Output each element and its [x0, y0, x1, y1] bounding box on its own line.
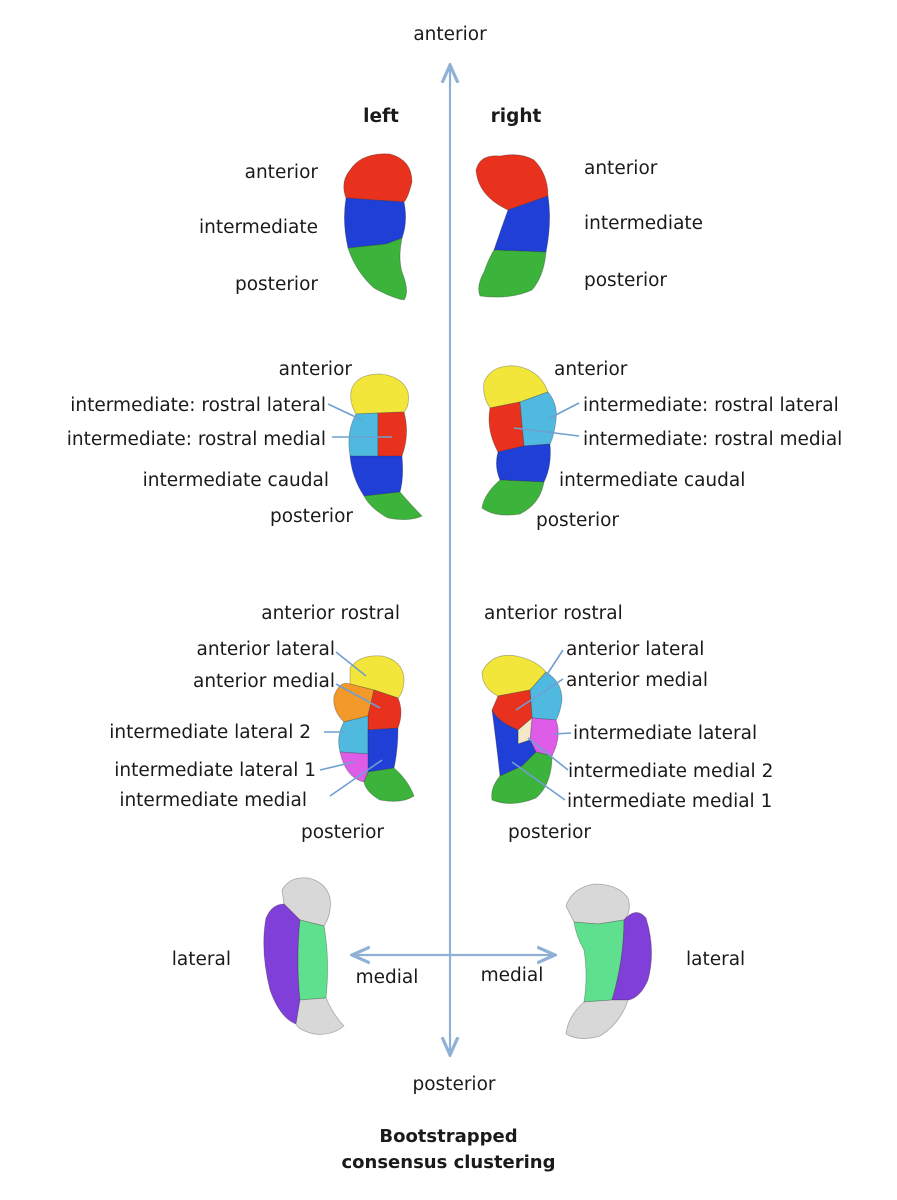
region-intermediate-rostral-medial	[377, 411, 407, 459]
label-intermediate-medial-1: intermediate medial 1	[567, 791, 772, 812]
label-intermediate-medial: intermediate medial	[119, 790, 307, 811]
leader-line	[335, 683, 381, 709]
label-lateral-right: lateral	[686, 949, 745, 970]
label-anterior-lateral: anterior lateral	[197, 639, 335, 660]
label-anterior: anterior	[554, 359, 628, 380]
region-head	[565, 883, 630, 925]
leader-line	[511, 761, 566, 801]
label-anterior-lateral: anterior lateral	[566, 639, 704, 660]
region-head	[281, 877, 331, 927]
leader-line	[513, 427, 580, 437]
axis-label-posterior: posterior	[412, 1074, 495, 1095]
region-intermediate-rostral-lateral	[519, 391, 557, 447]
region-medial	[297, 919, 328, 1001]
region-intermediate-rostral-lateral	[348, 412, 379, 459]
region-lateral	[263, 903, 301, 1025]
region-lateral	[611, 912, 652, 1001]
label-posterior: posterior	[508, 822, 591, 843]
leader-line	[515, 678, 564, 711]
region-posterior	[478, 249, 547, 298]
leader-line	[319, 761, 355, 771]
region-intermediate-lateral-1	[339, 751, 369, 783]
axis-label-anterior: anterior	[413, 24, 487, 45]
region-posterior	[347, 237, 407, 301]
label-anterior-medial: anterior medial	[193, 671, 335, 692]
row2-left-shape	[348, 373, 423, 520]
region-anterior	[483, 365, 549, 409]
leader-line	[327, 403, 363, 421]
label-anterior-medial: anterior medial	[566, 670, 708, 691]
row3-left-shape	[333, 655, 415, 802]
row4-right-shape	[565, 883, 652, 1039]
label-intermediate-caudal: intermediate caudal	[559, 470, 745, 491]
label-posterior: posterior	[536, 510, 619, 531]
header-right: right	[491, 106, 542, 127]
region-posterior	[363, 491, 423, 520]
label-anterior-rostral: anterior rostral	[261, 603, 400, 624]
region-intermediate-lateral-2	[338, 715, 369, 755]
leader-line	[329, 759, 383, 797]
label-intermediate-lateral: intermediate lateral	[573, 723, 757, 744]
axis-arrows	[352, 65, 555, 1055]
leader-line	[553, 732, 572, 735]
label-posterior: posterior	[270, 506, 353, 527]
label-anterior-rostral: anterior rostral	[484, 603, 623, 624]
figure-caption: Bootstrapped consensus clustering	[0, 1124, 897, 1176]
caption-line-2: consensus clustering	[341, 1152, 556, 1173]
label-intermediate-rostral-lateral: intermediate: rostral lateral	[70, 395, 326, 416]
region-posterior	[481, 479, 545, 516]
region-anterior-medial	[367, 689, 402, 731]
region-intermediate-medial	[367, 727, 399, 773]
label-intermediate-caudal: intermediate caudal	[143, 470, 329, 491]
region-posterior	[491, 751, 553, 804]
region-medial	[573, 919, 625, 1003]
row1-right-shape	[475, 154, 550, 298]
region-tail	[295, 997, 345, 1035]
region-anterior	[350, 373, 409, 415]
region-anterior-rostral	[349, 655, 405, 699]
leader-line	[545, 649, 564, 677]
leader-line	[549, 402, 580, 419]
label-anterior: anterior	[245, 162, 319, 183]
label-lateral-left: lateral	[172, 949, 231, 970]
label-intermediate-rostral-medial: intermediate: rostral medial	[67, 429, 326, 450]
region-posterior	[363, 767, 415, 802]
axis-label-medial-right: medial	[481, 965, 544, 986]
label-intermediate-lateral-1: intermediate lateral 1	[114, 760, 316, 781]
caption-line-1: Bootstrapped	[379, 1126, 518, 1147]
region-intermediate-rostral-medial	[488, 401, 525, 453]
row3-right-shape	[481, 654, 563, 804]
leader-line	[527, 737, 569, 771]
region-tail	[565, 999, 629, 1039]
row1-left-shape	[343, 153, 413, 301]
region-intermediate-lateral	[529, 717, 559, 757]
header-left: left	[363, 106, 399, 127]
axis-label-medial-left: medial	[356, 967, 419, 988]
region-anterior	[343, 153, 413, 203]
label-posterior: posterior	[301, 822, 384, 843]
region-intermediate-caudal	[496, 443, 551, 483]
region-intermediate-caudal	[349, 455, 404, 497]
leader-line	[335, 651, 367, 677]
region-anterior	[475, 154, 549, 211]
label-posterior: posterior	[235, 274, 318, 295]
label-anterior: anterior	[279, 359, 353, 380]
label-intermediate-medial-2: intermediate medial 2	[568, 761, 773, 782]
label-intermediate-rostral-medial: intermediate: rostral medial	[583, 429, 842, 450]
region-anterior-rostral	[481, 654, 547, 697]
label-intermediate: intermediate	[199, 217, 318, 238]
label-intermediate: intermediate	[584, 213, 703, 234]
label-intermediate-lateral-2: intermediate lateral 2	[109, 722, 311, 743]
label-posterior: posterior	[584, 270, 667, 291]
label-intermediate-rostral-lateral: intermediate: rostral lateral	[583, 395, 839, 416]
row4-left-shape	[263, 877, 345, 1035]
label-anterior: anterior	[584, 158, 658, 179]
row2-right-shape	[481, 365, 557, 516]
